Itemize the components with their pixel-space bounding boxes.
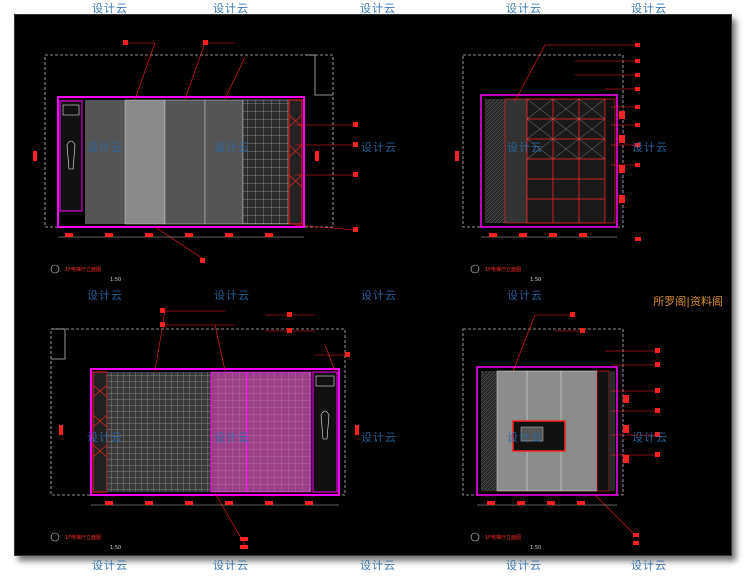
watermark: 设计云 bbox=[506, 559, 542, 572]
elevation-drawing-2: 1F电梯厅立面图 1:50 bbox=[455, 43, 641, 283]
watermark: 设计云 bbox=[213, 559, 249, 572]
watermark: 设计云 bbox=[506, 2, 542, 15]
brand-label: 所罗阁|资料阁 bbox=[653, 295, 723, 308]
watermark: 设计云 bbox=[361, 141, 397, 154]
watermark: 设计云 bbox=[213, 2, 249, 15]
drawing-scale: 1:50 bbox=[530, 277, 541, 283]
watermark: 设计云 bbox=[92, 2, 128, 15]
watermark: 设计云 bbox=[214, 141, 250, 154]
drawing-scale: 1:50 bbox=[110, 277, 121, 283]
watermark: 设计云 bbox=[360, 559, 396, 572]
watermark: 设计云 bbox=[361, 431, 397, 444]
drawing-caption: 1F电梯厅立面图 bbox=[65, 534, 101, 541]
elevation-drawing-1: 1F电梯厅立面图 1:50 bbox=[33, 40, 358, 283]
watermark: 设计云 bbox=[87, 141, 123, 154]
watermark: 设计云 bbox=[214, 289, 250, 302]
watermark: 设计云 bbox=[87, 289, 123, 302]
drawing-caption: 1F电梯厅立面图 bbox=[485, 266, 521, 273]
watermark: 设计云 bbox=[361, 289, 397, 302]
watermark: 设计云 bbox=[92, 559, 128, 572]
watermark: 设计云 bbox=[507, 141, 543, 154]
cad-canvas: 1F电梯厅立面图 1:50 bbox=[33, 40, 660, 551]
drawing-scale: 1:50 bbox=[110, 545, 121, 551]
elevation-drawing-3: 1F电梯厅立面图 1:50 bbox=[50, 308, 359, 551]
watermark: 设计云 bbox=[87, 431, 123, 444]
watermark: 设计云 bbox=[632, 431, 668, 444]
watermark: 设计云 bbox=[360, 2, 396, 15]
watermark: 设计云 bbox=[214, 431, 250, 444]
cad-drawing-sheet: 1F电梯厅立面图 1:50 bbox=[14, 14, 732, 556]
drawing-caption: 1F电梯厅立面图 bbox=[485, 534, 521, 541]
watermark: 设计云 bbox=[507, 289, 543, 302]
drawing-scale: 1:50 bbox=[530, 545, 541, 551]
elevation-drawing-4: 1F电梯厅立面图 1:50 bbox=[462, 312, 660, 551]
watermark: 设计云 bbox=[632, 141, 668, 154]
watermark: 设计云 bbox=[631, 559, 667, 572]
watermark: 设计云 bbox=[631, 2, 667, 15]
drawing-caption: 1F电梯厅立面图 bbox=[65, 266, 101, 273]
watermark: 设计云 bbox=[507, 431, 543, 444]
